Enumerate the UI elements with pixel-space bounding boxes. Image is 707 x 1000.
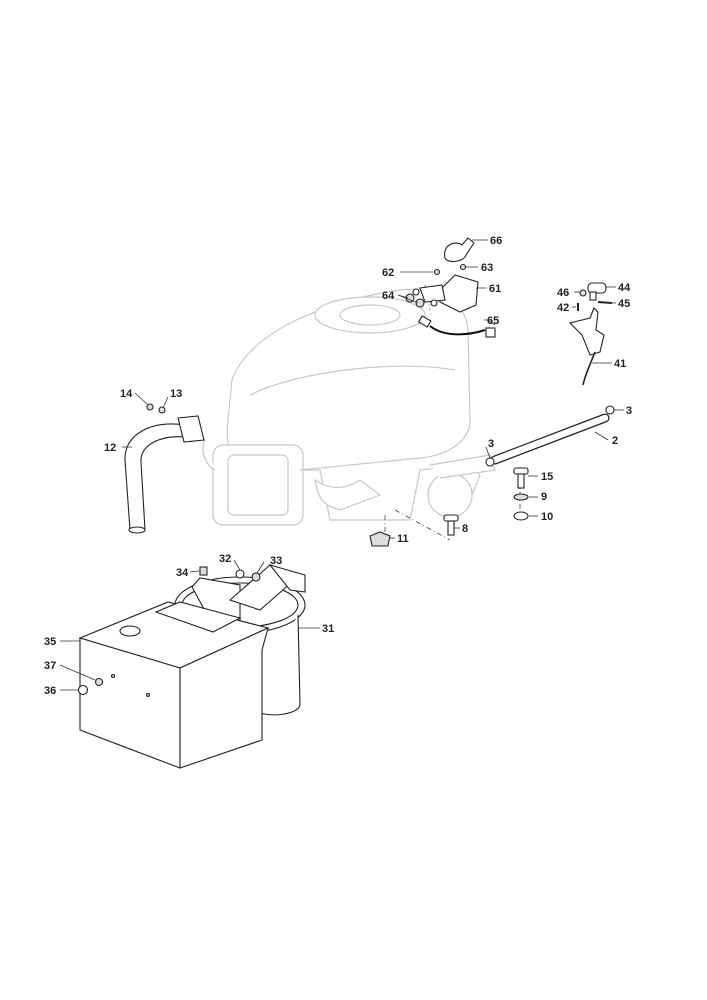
- part-9-washer: [513, 493, 529, 501]
- label-41: 41: [614, 358, 626, 370]
- label-66: 66: [490, 235, 502, 247]
- part-63-nut: [459, 263, 467, 271]
- leader-lines: [59, 239, 624, 691]
- part-34-clip: [199, 566, 208, 576]
- label-64: 64: [382, 290, 395, 302]
- label-3-hose-end: 3: [626, 405, 632, 417]
- part-12-exhaust-pipe: [124, 403, 205, 534]
- label-31: 31: [322, 623, 334, 635]
- part-62-screw: [433, 268, 441, 276]
- label-10: 10: [541, 511, 553, 523]
- callout-labels: 66 62 63 61 64 65 46 44 42 45 41 14 13 1…: [44, 235, 632, 697]
- part-65-wire: [417, 315, 496, 338]
- label-13: 13: [170, 388, 182, 400]
- label-35: 35: [44, 636, 56, 648]
- label-34: 34: [176, 567, 189, 579]
- part-32-bolt: [235, 569, 245, 579]
- part-15-bolt: [513, 467, 529, 489]
- label-42: 42: [557, 302, 569, 314]
- label-63: 63: [481, 262, 493, 274]
- part-41-throttle: [568, 307, 605, 386]
- part-61-solenoid: [412, 274, 479, 313]
- label-12: 12: [104, 442, 116, 454]
- label-9: 9: [541, 491, 547, 503]
- engine-block: [202, 288, 496, 526]
- label-62: 62: [382, 267, 394, 279]
- label-36: 36: [44, 685, 56, 697]
- part-8-bolt: [443, 514, 459, 536]
- label-61: 61: [489, 283, 501, 295]
- part-10-spacer: [513, 511, 529, 521]
- label-2: 2: [612, 435, 618, 447]
- label-33: 33: [270, 555, 282, 567]
- part-2-fuel-hose: [485, 405, 615, 467]
- label-46: 46: [557, 287, 569, 299]
- part-36-bolt: [77, 684, 89, 696]
- label-14: 14: [120, 388, 133, 400]
- part-37-washer: [94, 677, 104, 687]
- part-33-washer: [251, 572, 261, 582]
- label-37: 37: [44, 660, 56, 672]
- label-11: 11: [397, 533, 409, 545]
- label-3-engine-end: 3: [488, 438, 494, 450]
- part-66-cap: [444, 237, 475, 263]
- label-32: 32: [219, 553, 231, 565]
- label-65: 65: [487, 315, 499, 327]
- part-44-clamp: [577, 282, 613, 311]
- label-44: 44: [618, 282, 631, 294]
- part-35-cover: [78, 601, 270, 769]
- label-45: 45: [618, 298, 630, 310]
- part-11-nut: [369, 531, 391, 547]
- label-15: 15: [541, 471, 553, 483]
- label-8: 8: [462, 523, 468, 535]
